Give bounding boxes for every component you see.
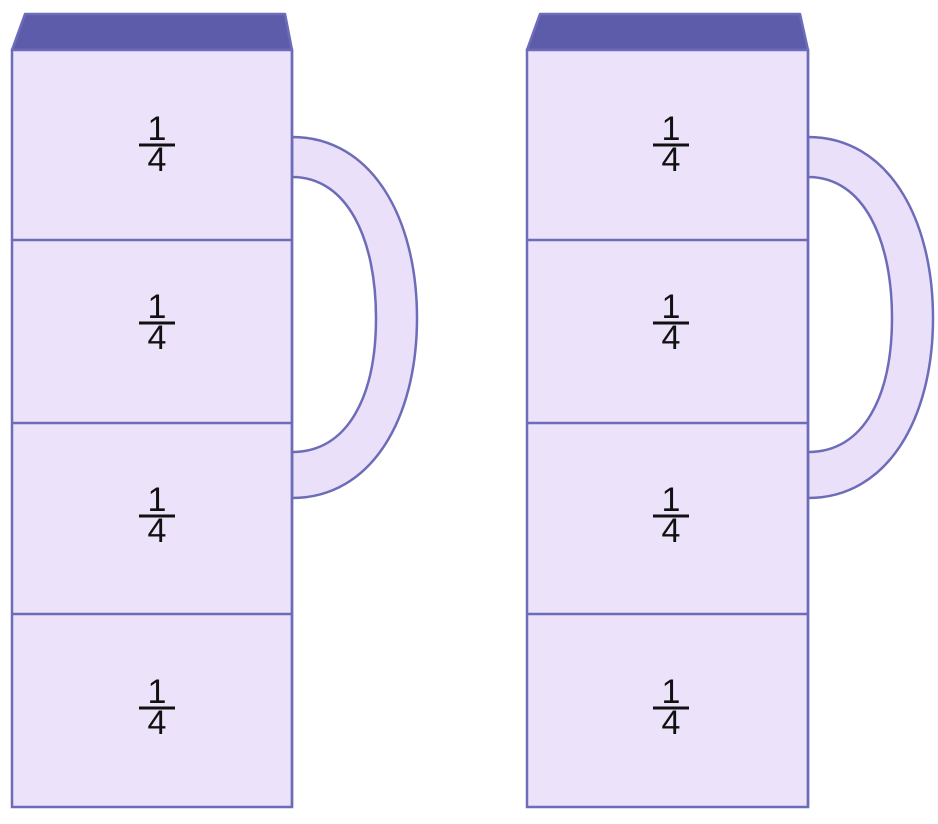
mug-1-segment-2-denominator: 4 (148, 319, 167, 357)
mug-1-segment-2-numerator: 1 (148, 288, 167, 326)
mug-2-segment-4-numerator: 1 (662, 673, 681, 711)
mug-2-segment-4[interactable]: 1 4 (527, 614, 808, 807)
mug-2-segment-2-numerator: 1 (662, 288, 681, 326)
mug-1-segment-4-numerator: 1 (148, 673, 167, 711)
mug-1-body (10, 48, 294, 809)
mug-1-segment-2[interactable]: 1 4 (12, 240, 292, 423)
mug-1[interactable]: 1 4 1 4 1 4 (10, 12, 419, 809)
mug-1-segment-1[interactable]: 1 4 (12, 50, 292, 240)
mug-2-segment-2-denominator: 4 (662, 319, 681, 357)
mug-1-segment-3-denominator: 4 (148, 512, 167, 550)
mug-1-segment-4[interactable]: 1 4 (12, 614, 292, 807)
mug-1-segment-1-denominator: 4 (148, 141, 167, 179)
mug-2-segment-1-denominator: 4 (662, 141, 681, 179)
mug-2-body (525, 48, 810, 809)
mug-1-segment-3-numerator: 1 (148, 481, 167, 519)
mug-2-segment-3[interactable]: 1 4 (527, 423, 808, 614)
mug-2-segment-3-numerator: 1 (662, 481, 681, 519)
mug-1-handle-shape (290, 135, 419, 500)
mug-2-segment-3-denominator: 4 (662, 512, 681, 550)
mug-1-segment-3[interactable]: 1 4 (12, 423, 292, 614)
mug-2-segment-1[interactable]: 1 4 (527, 50, 808, 240)
mug-2-handle-shape (806, 135, 935, 500)
mug-1-lid (10, 12, 294, 52)
mug-1-segment-4-denominator: 4 (148, 704, 167, 742)
mug-1-segment-1-numerator: 1 (148, 110, 167, 148)
mug-2-lid (525, 12, 810, 52)
mug-2[interactable]: 1 4 1 4 1 4 1 (525, 12, 935, 809)
mug-2-segment-1-numerator: 1 (662, 110, 681, 148)
mug-2-segment-4-denominator: 4 (662, 704, 681, 742)
mug-2-segment-2[interactable]: 1 4 (527, 240, 808, 423)
